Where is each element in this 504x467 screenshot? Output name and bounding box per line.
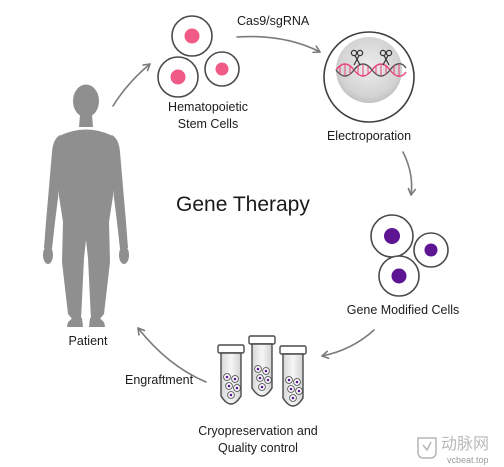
hsc-label-line1: Hematopoietic bbox=[168, 100, 248, 114]
engraftment-label: Engraftment bbox=[125, 373, 194, 387]
arrow-modified-to-cryo bbox=[321, 329, 375, 360]
watermark-brand: 动脉网 bbox=[441, 436, 490, 453]
electroporation-cell bbox=[323, 31, 415, 123]
gene-modified-cells-label: Gene Modified Cells bbox=[346, 303, 460, 317]
electroporation-label: Electroporation bbox=[326, 129, 412, 143]
cryo-label-line2: Quality control bbox=[218, 441, 298, 455]
dna-strand bbox=[335, 63, 407, 77]
scissors-icon bbox=[350, 49, 364, 66]
hematopoietic-stem-cells-label: Hematopoietic Stem Cells bbox=[158, 99, 258, 133]
cryo-tube bbox=[217, 344, 245, 405]
modified-cell-nucleus bbox=[424, 243, 438, 257]
arrow-cryo-to-patient bbox=[137, 327, 207, 383]
cryopreservation-label: Cryopreservation and Quality control bbox=[185, 423, 331, 457]
cryo-tube bbox=[248, 335, 276, 397]
stem-cell-nucleus bbox=[170, 69, 186, 85]
modified-cell-nucleus bbox=[384, 228, 400, 244]
cas9-sgrna-label: Cas9/sgRNA bbox=[237, 14, 310, 28]
cryo-label-line1: Cryopreservation and bbox=[198, 424, 318, 438]
stem-cell-nucleus bbox=[184, 28, 200, 44]
modified-cell-nucleus bbox=[391, 268, 407, 284]
arrow-patient-to-stem-cells bbox=[112, 63, 151, 107]
watermark-logo-icon bbox=[417, 437, 437, 459]
gene-modified-cells bbox=[370, 214, 449, 297]
patient-label: Patient bbox=[68, 334, 108, 348]
scissors-icon bbox=[379, 49, 393, 66]
cryo-tubes bbox=[217, 335, 307, 407]
patient-silhouette bbox=[43, 84, 129, 327]
stem-cell-nucleus bbox=[215, 62, 229, 76]
watermark-domain: vcbeat.top bbox=[447, 455, 489, 465]
cycle-arrows bbox=[112, 35, 417, 383]
cryo-tube bbox=[279, 345, 307, 407]
diagram-title: Gene Therapy bbox=[176, 193, 310, 216]
arrow-stem-cells-to-electroporation bbox=[236, 35, 321, 54]
hematopoietic-stem-cells bbox=[157, 15, 240, 98]
arrow-electroporation-to-modified bbox=[402, 151, 417, 196]
hsc-label-line2: Stem Cells bbox=[177, 117, 239, 131]
